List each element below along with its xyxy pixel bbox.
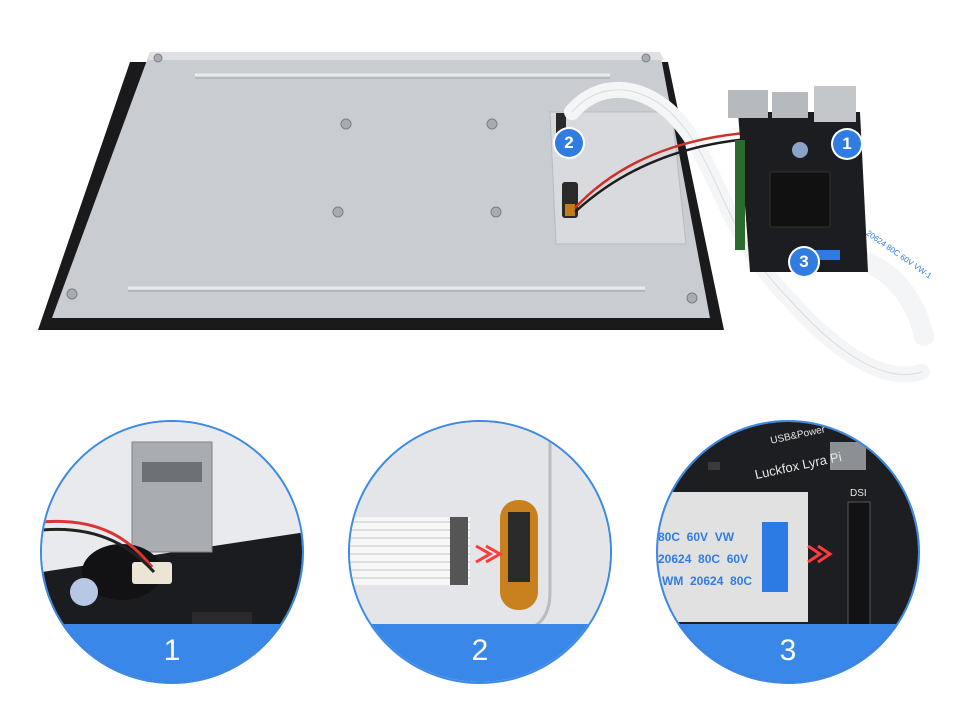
- main-photo: [38, 52, 934, 383]
- detail-circle-2: 2: [348, 420, 612, 684]
- detail-2-label: 2: [350, 624, 610, 682]
- callout-badge-1: 1: [833, 130, 861, 158]
- silkscreen-dsi: DSI: [850, 488, 867, 499]
- detail-1-label: 1: [42, 624, 302, 682]
- cable-print-2: 20624 80C 60V: [658, 552, 749, 566]
- detail-3-arrow: [807, 544, 833, 564]
- callout-badge-2: 2: [555, 129, 583, 157]
- back-plate: [52, 52, 710, 318]
- detail-2-arrow: [475, 544, 504, 564]
- standoffs: [66, 53, 698, 304]
- connector-pad: [549, 111, 687, 245]
- cable-print-3: AWM 20624 80C: [656, 574, 753, 588]
- callout-badge-3: 3: [790, 248, 818, 276]
- detail-circle-3: USB&Power Luckfox Lyra Pi DSI 80C 60V VW…: [656, 420, 920, 684]
- detail-circle-1: 1: [40, 420, 304, 684]
- cable-print-1: 80C 60V VW: [658, 530, 735, 544]
- detail-3-label: 3: [658, 624, 918, 682]
